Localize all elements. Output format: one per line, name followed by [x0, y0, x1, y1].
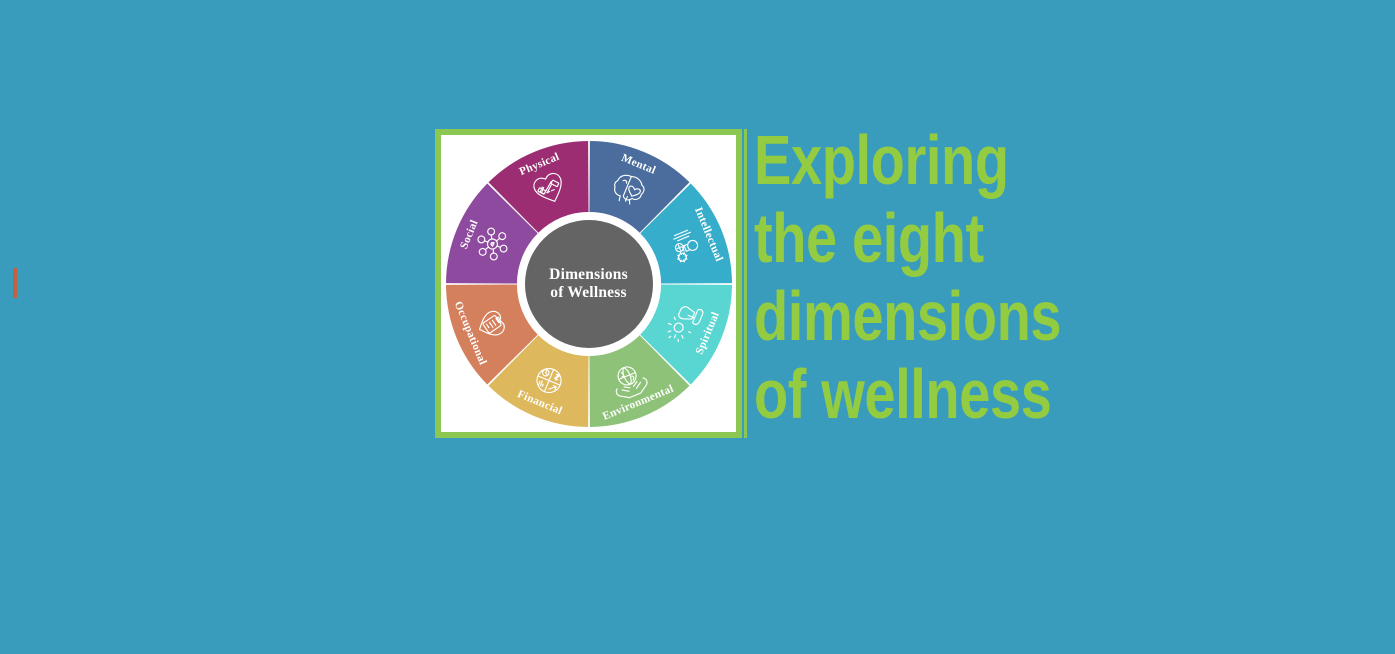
wheel-segment-mental[interactable] [588, 140, 689, 233]
headline-line-4: of wellness [754, 355, 1052, 433]
headline-accent-rule [744, 129, 747, 438]
text-caret-marker[interactable] [13, 268, 17, 298]
pie-chart-money-icon [535, 367, 562, 393]
network-people-icon [476, 227, 508, 260]
headline-line-1: Exploring [754, 121, 1009, 199]
meditation-sun-icon [667, 305, 703, 342]
wheel-segment-financial[interactable] [488, 334, 589, 427]
wheel-segment-physical[interactable] [488, 140, 589, 233]
headline-line-2: the eight [754, 199, 984, 277]
wheel-segment-environmental[interactable] [588, 334, 689, 427]
lightbulb-gear-icon [672, 229, 698, 262]
wellness-wheel-diagram: MentalIntellectualSpiritualEnvironmental… [445, 140, 732, 427]
wheel-segment-social[interactable] [445, 183, 538, 284]
brain-icon [613, 174, 645, 205]
heart-dumbbell-icon [532, 172, 562, 202]
headline-line-3: dimensions [754, 277, 1062, 355]
headline: Exploring the eight dimensions of wellne… [754, 121, 1062, 433]
wheel-segment-spiritual[interactable] [639, 283, 732, 384]
briefcase-clipboard-icon [478, 310, 505, 335]
globe-hands-icon [615, 365, 648, 398]
wheel-hub [524, 219, 653, 348]
